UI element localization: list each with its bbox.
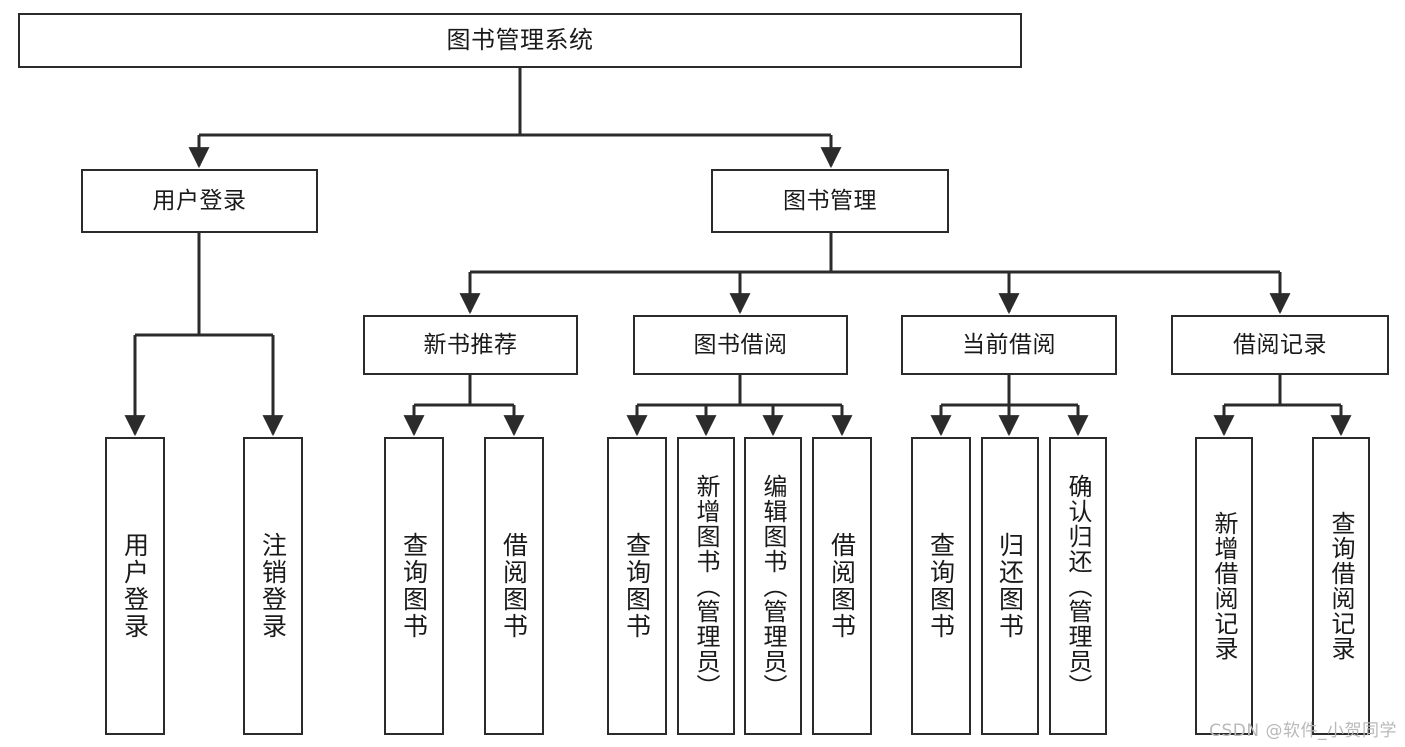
node-user-login[interactable]: 用户登录: [81, 169, 318, 233]
leaf-query-borrow-record[interactable]: 查询借阅记录: [1312, 437, 1370, 735]
node-label: 确认归还（管理员）: [1064, 473, 1092, 699]
node-label: 当前借阅: [962, 331, 1056, 358]
csdn-watermark: CSDN @软件_小贺同学: [1209, 721, 1397, 741]
leaf-edit-book-admin[interactable]: 编辑图书（管理员）: [744, 437, 802, 735]
leaf-add-borrow-record[interactable]: 新增借阅记录: [1195, 437, 1253, 735]
node-label: 图书借阅: [693, 331, 788, 358]
node-borrowing-record[interactable]: 借阅记录: [1171, 315, 1389, 375]
node-label: 借阅图书: [827, 532, 857, 640]
node-label: 用户登录: [152, 187, 247, 214]
node-label: 图书管理: [783, 187, 877, 214]
node-label: 借阅图书: [499, 532, 529, 640]
node-book-management[interactable]: 图书管理: [711, 169, 949, 233]
node-new-book-recommendation[interactable]: 新书推荐: [363, 315, 578, 375]
node-root-system[interactable]: 图书管理系统: [18, 13, 1022, 68]
node-label: 借阅记录: [1233, 331, 1327, 358]
leaf-logout[interactable]: 注销登录: [243, 437, 303, 735]
leaf-user-login[interactable]: 用户登录: [105, 437, 165, 735]
node-label: 新书推荐: [423, 331, 518, 358]
leaf-borrow-book-borrowing[interactable]: 借阅图书: [812, 437, 872, 735]
node-label: 注销登录: [258, 532, 288, 640]
node-label: 查询图书: [622, 532, 652, 640]
node-label: 查询借阅记录: [1327, 511, 1355, 661]
node-label: 查询图书: [926, 532, 956, 640]
leaf-confirm-return-admin[interactable]: 确认归还（管理员）: [1049, 437, 1107, 735]
node-label: 新增借阅记录: [1210, 511, 1238, 661]
leaf-query-book-recommendation[interactable]: 查询图书: [384, 437, 444, 735]
node-label: 归还图书: [995, 532, 1025, 640]
leaf-add-book-admin[interactable]: 新增图书（管理员）: [677, 437, 735, 735]
node-label: 编辑图书（管理员）: [759, 473, 787, 699]
node-label: 用户登录: [120, 532, 150, 640]
node-current-borrowing[interactable]: 当前借阅: [901, 315, 1117, 375]
leaf-query-book-borrowing[interactable]: 查询图书: [607, 437, 667, 735]
leaf-query-book-current[interactable]: 查询图书: [911, 437, 971, 735]
node-label: 查询图书: [399, 532, 429, 640]
leaf-borrow-book-recommendation[interactable]: 借阅图书: [484, 437, 544, 735]
node-label: 新增图书（管理员）: [692, 473, 720, 699]
leaf-return-book[interactable]: 归还图书: [981, 437, 1039, 735]
node-book-borrowing[interactable]: 图书借阅: [633, 315, 848, 375]
node-label: 图书管理系统: [446, 25, 594, 54]
